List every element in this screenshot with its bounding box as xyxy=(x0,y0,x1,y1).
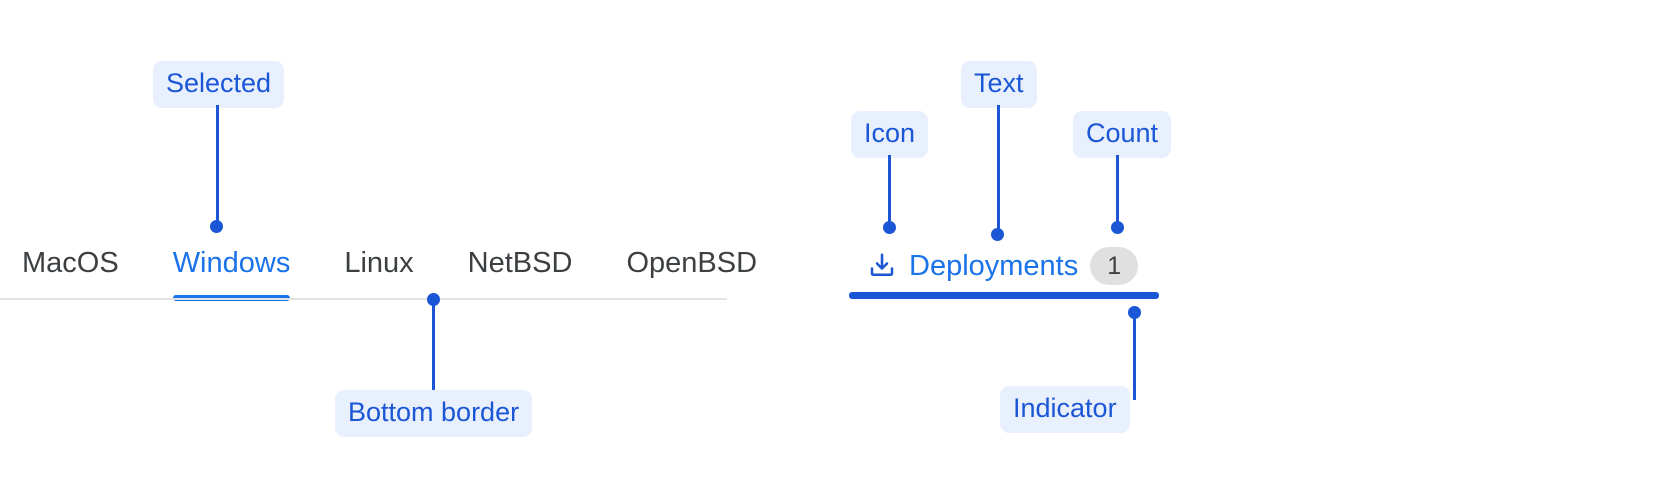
os-tabs-row: MacOS Windows Linux NetBSD OpenBSD xyxy=(0,243,757,301)
leader-dot-count xyxy=(1111,221,1124,234)
leader-dot-text xyxy=(991,228,1004,241)
annotation-label-indicator: Indicator xyxy=(1000,386,1130,433)
tab-windows-label: Windows xyxy=(172,247,291,279)
tab-windows[interactable]: Windows xyxy=(172,243,291,301)
tab-linux[interactable]: Linux xyxy=(344,243,413,278)
annotation-label-text: Text xyxy=(961,61,1037,108)
leader-line-count xyxy=(1116,155,1119,227)
leader-line-indicator xyxy=(1133,312,1136,400)
annotation-label-icon: Icon xyxy=(851,111,929,158)
download-icon xyxy=(870,253,894,276)
leader-line-text xyxy=(997,105,1000,232)
deployments-tablist: Deployments 1 xyxy=(849,243,1161,300)
leader-line-icon xyxy=(888,155,891,227)
leader-line-selected xyxy=(216,105,219,227)
tablist-bottom-border xyxy=(0,298,727,300)
leader-line-bottom-border xyxy=(432,299,435,391)
tab-deployments[interactable]: Deployments 1 xyxy=(867,243,1139,289)
annotation-label-count: Count xyxy=(1073,111,1172,158)
tab-openbsd-label: OpenBSD xyxy=(626,247,758,279)
annotation-label-bottom-border: Bottom border xyxy=(335,390,533,437)
deployments-count-badge: 1 xyxy=(1090,247,1139,285)
tab-netbsd[interactable]: NetBSD xyxy=(468,243,573,278)
leader-dot-icon xyxy=(883,221,896,234)
tab-macos-label: MacOS xyxy=(22,247,119,279)
os-tablist: MacOS Windows Linux NetBSD OpenBSD xyxy=(0,243,757,301)
deployments-active-indicator xyxy=(849,292,1159,299)
leader-dot-selected xyxy=(210,220,223,233)
tab-deployments-label: Deployments xyxy=(909,249,1079,282)
tab-openbsd[interactable]: OpenBSD xyxy=(626,243,757,278)
tab-linux-label: Linux xyxy=(344,247,414,279)
annotation-label-selected: Selected xyxy=(153,61,285,108)
tab-netbsd-label: NetBSD xyxy=(467,247,573,279)
tab-macos[interactable]: MacOS xyxy=(22,243,119,278)
